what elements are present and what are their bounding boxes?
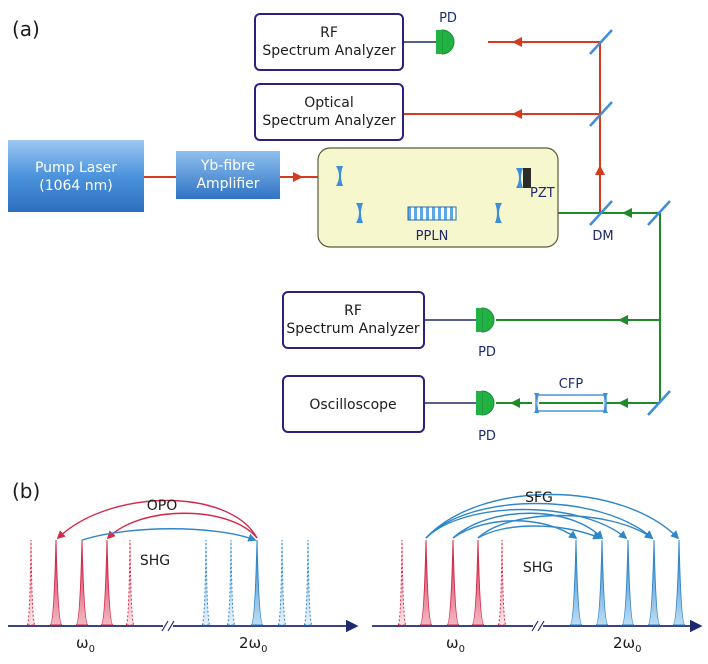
peaks-right-red [397, 539, 507, 626]
mirror-green-bottom [647, 390, 671, 416]
shg-label-left: SHG [140, 553, 170, 569]
pd-top-label: PD [439, 11, 457, 26]
mirror-optical [589, 101, 613, 127]
confocal-fabry-perot: CFP [534, 377, 608, 413]
mirror-green-top [647, 200, 671, 226]
pd-bottom-label: PD [478, 429, 496, 444]
two-omega0-label-right: 2ω0 [613, 634, 641, 655]
rf-bottom-line1: RF [344, 303, 362, 319]
pzt-label: PZT [530, 186, 555, 201]
pump-laser-line2: (1064 nm) [39, 178, 113, 194]
two-omega0-label-left: 2ω0 [239, 634, 267, 655]
shg-label-right: SHG [523, 560, 553, 576]
green-arrowheads [510, 208, 632, 408]
omega0-label-right: ω0 [446, 634, 465, 655]
rf-analyzer-bottom: RF Spectrum Analyzer [282, 291, 425, 349]
peaks-right-blue [569, 539, 686, 626]
optical-line1: Optical [304, 95, 353, 111]
peaks-left-blue [201, 539, 313, 626]
mirror-output [495, 203, 502, 223]
shg-arc-left [81, 528, 257, 542]
rf-bottom-line2: Spectrum Analyzer [286, 321, 419, 337]
rf-top-line2: Spectrum Analyzer [262, 43, 395, 59]
dichroic-mirror [589, 200, 613, 226]
arrow-up-vertical [595, 165, 605, 175]
steering-mirrors [589, 29, 671, 416]
pzt-actuator [523, 168, 531, 188]
mirror-lower-left [356, 203, 363, 223]
omega0-label-left: ω0 [76, 634, 95, 655]
rf-analyzer-top: RF Spectrum Analyzer [254, 13, 404, 71]
photodiode-oscilloscope: PD [476, 390, 496, 444]
pump-laser-line1: Pump Laser [35, 160, 117, 176]
pump-laser: Pump Laser (1064 nm) [8, 140, 144, 212]
opo-arcs [56, 499, 258, 540]
arrow-to-rf-top [512, 37, 522, 47]
ppln-crystal [407, 206, 457, 221]
opo-cavity: PZT PPLN [317, 147, 559, 248]
pd-middle-label: PD [478, 345, 496, 360]
amplifier: Yb-fibre Amplifier [176, 151, 280, 199]
dm-label: DM [592, 229, 613, 244]
panel-b-tag: (b) [12, 479, 40, 503]
oscilloscope-label: Oscilloscope [309, 397, 396, 413]
rf-top-line1: RF [320, 25, 338, 41]
spectrum-right: SFG SHG ω0 2ω0 [372, 490, 703, 655]
opo-label: OPO [147, 498, 177, 514]
photodiode-top: PD [436, 11, 457, 55]
ppln-label: PPLN [416, 229, 449, 244]
panel-a-tag: (a) [12, 17, 40, 41]
sfg-label: SFG [525, 490, 553, 506]
arrow-to-optical [512, 109, 522, 119]
electrical-lines [403, 41, 476, 404]
amplifier-line1: Yb-fibre [200, 158, 255, 174]
spectrum-left: OPO SHG ω0 2ω0 [8, 498, 359, 655]
arrow-into-cavity [293, 172, 303, 182]
peaks-left-red [26, 539, 135, 626]
optical-line2: Spectrum Analyzer [262, 113, 395, 129]
sfg-arcs [425, 493, 680, 540]
red-arrowheads [293, 37, 605, 182]
mirror-pzt [516, 168, 523, 188]
oscilloscope: Oscilloscope [282, 375, 425, 433]
mirror-top [589, 29, 613, 55]
photodiode-rf-bottom: PD [476, 307, 496, 360]
amplifier-line2: Amplifier [196, 176, 259, 192]
optical-analyzer: Optical Spectrum Analyzer [254, 83, 404, 141]
mirror-input [336, 166, 343, 186]
cfp-label: CFP [559, 377, 584, 392]
